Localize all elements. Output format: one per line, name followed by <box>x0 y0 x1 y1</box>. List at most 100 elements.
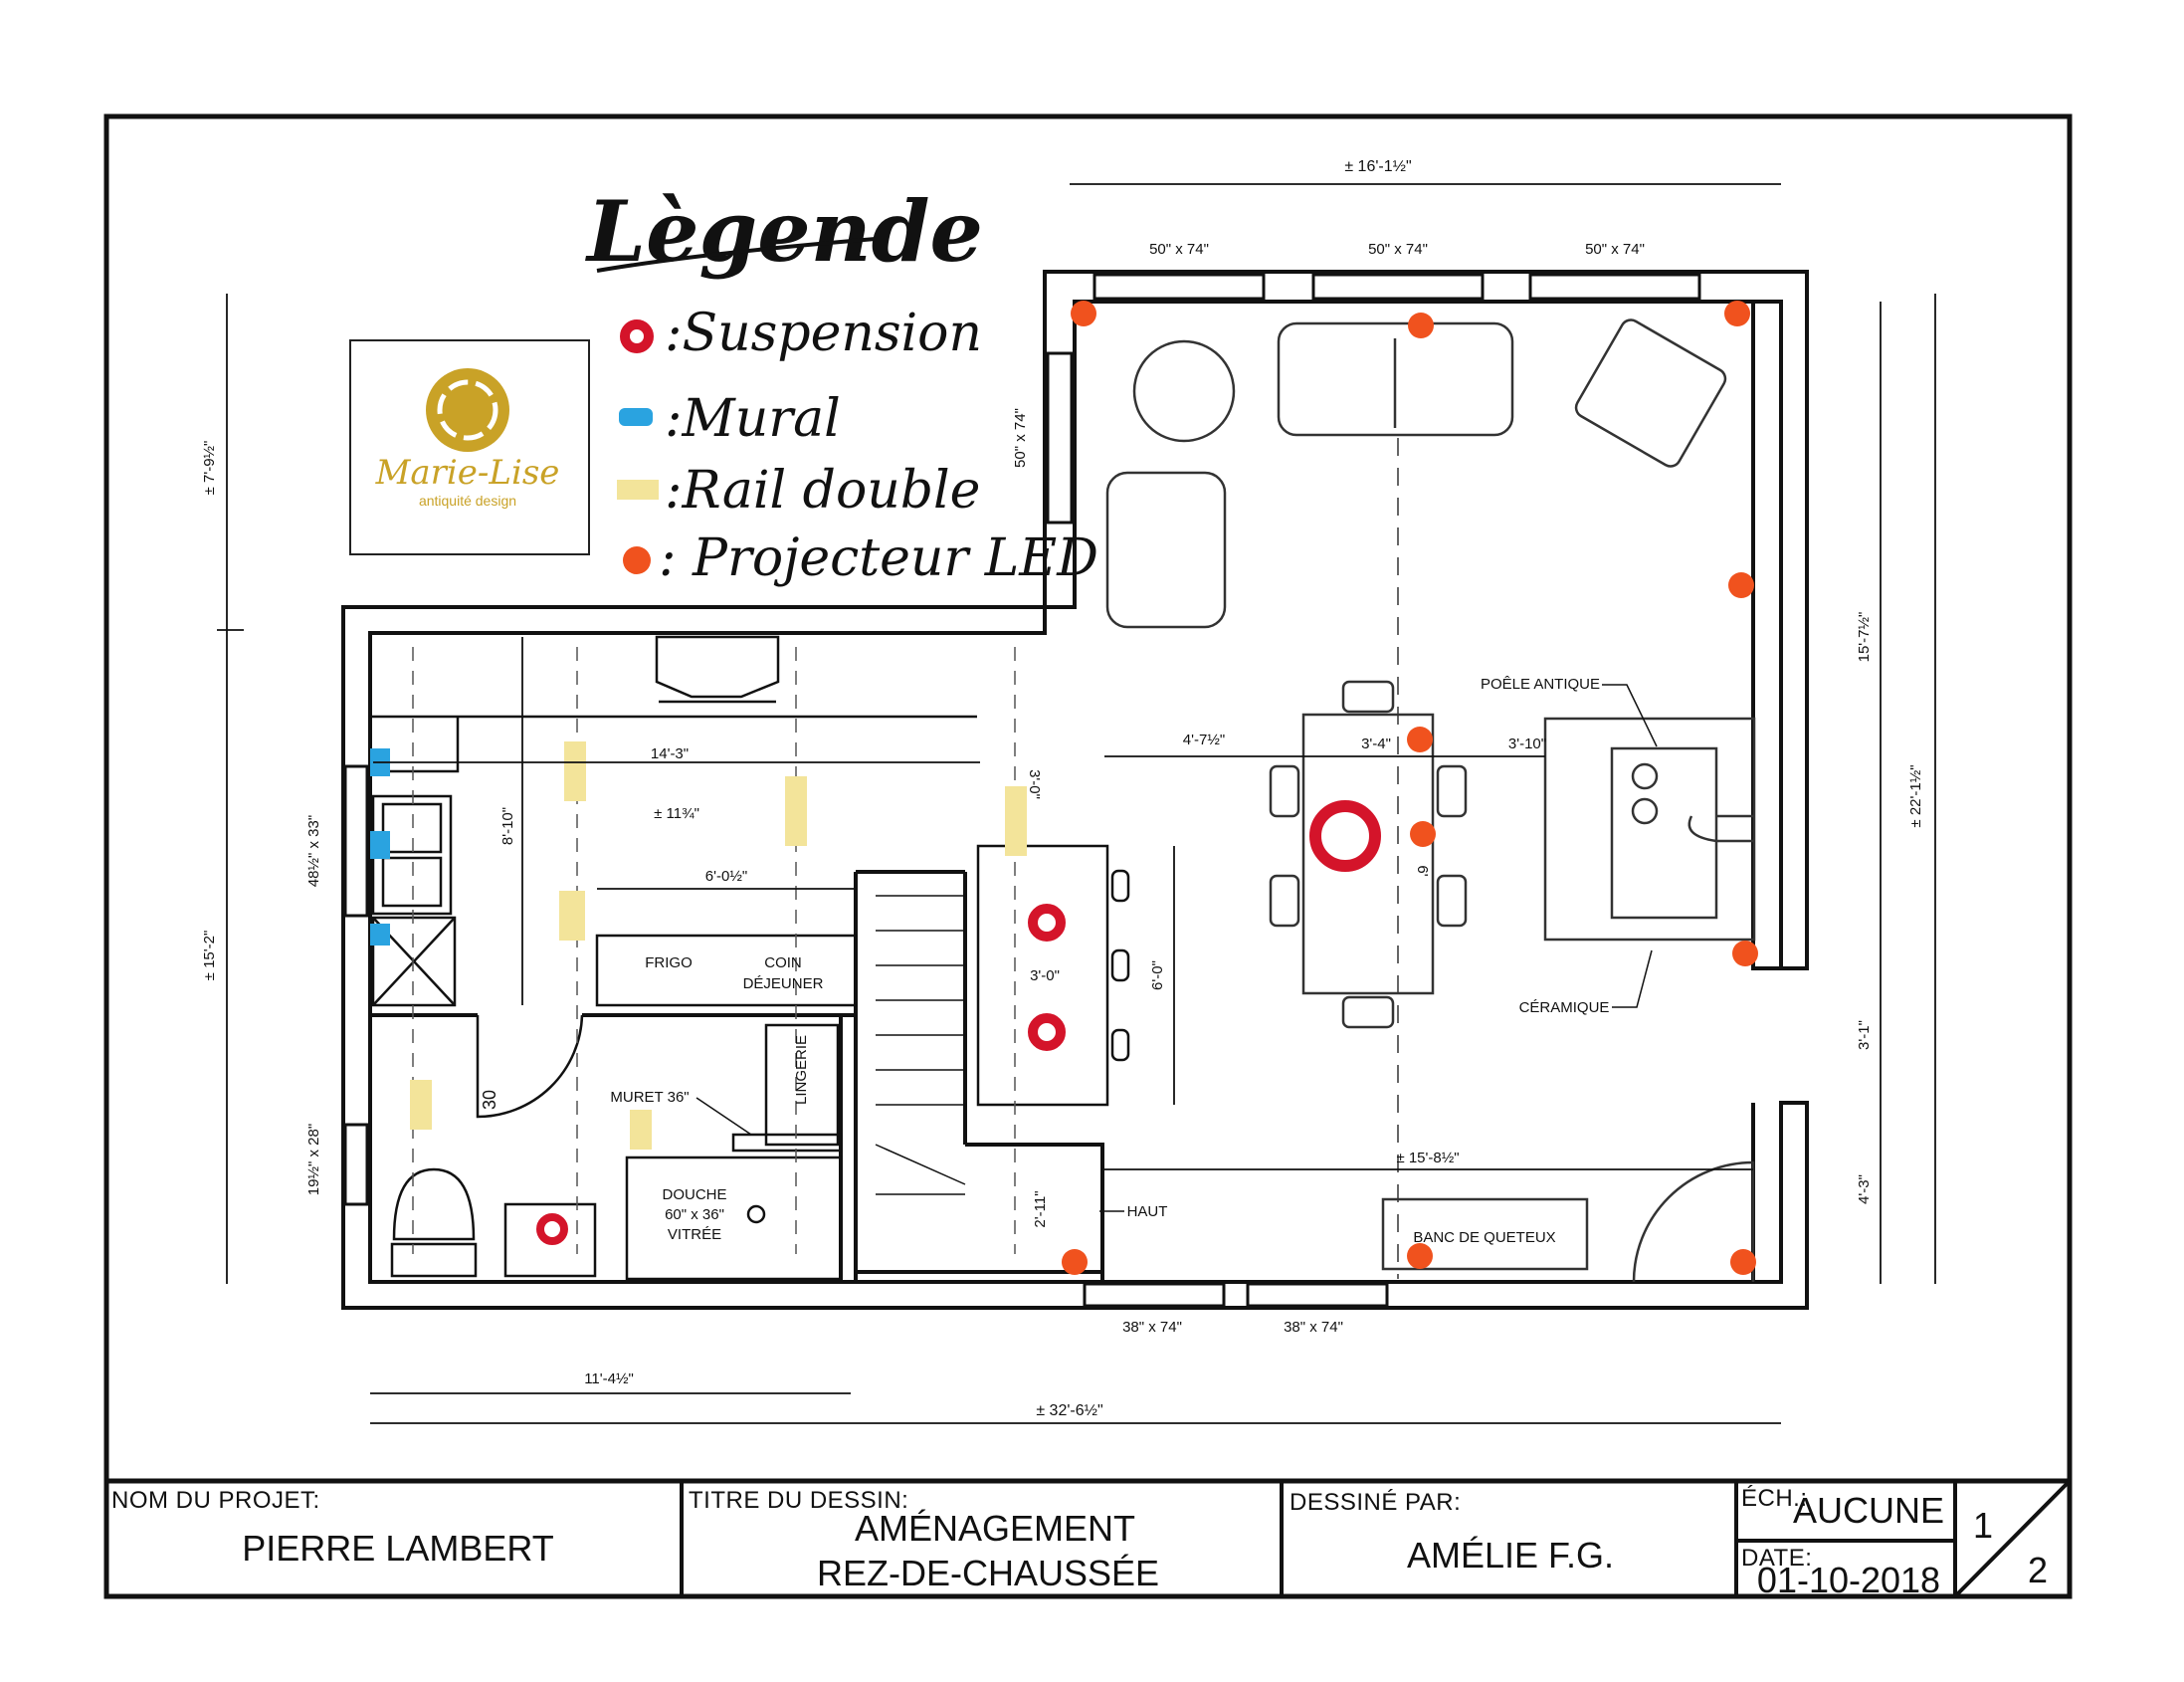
half-wall <box>731 1133 843 1153</box>
living-furniture <box>1105 318 1756 1283</box>
bath-door-swing <box>476 1014 584 1119</box>
suspension-island-1 <box>1028 904 1066 942</box>
dim-kitchen-depth-label: 8'-10" <box>499 807 516 845</box>
window-top-2 <box>1311 273 1485 301</box>
sofa <box>1277 321 1514 437</box>
label-nook-2: DÉJEUNER <box>743 975 824 992</box>
led-projector <box>1071 301 1096 326</box>
label-nook-1: COIN <box>764 954 802 971</box>
dimension-labels: ± 16'-1½" 50" x 74" 50" x 74" 50" x 74" … <box>201 158 1924 1419</box>
dim-hall-label: ± 15'-8½" <box>1396 1150 1459 1166</box>
window-left-upper-label: 50" x 74" <box>1012 408 1029 468</box>
logo-tagline: antiquité design <box>419 493 516 509</box>
dim-hall-depth-label: 2'-11" <box>1032 1190 1049 1227</box>
toilet <box>390 1167 478 1278</box>
window-left-lower-2 <box>343 1123 369 1206</box>
tb-sheet-slash <box>1953 1479 2072 1598</box>
chair-top <box>1341 680 1395 714</box>
rail-light <box>564 741 586 801</box>
window-left-upper <box>1046 351 1074 525</box>
tb-sheet-num: 1 <box>1973 1505 1993 1546</box>
tb-drawing-label: TITRE DU DESSIN: <box>689 1487 908 1514</box>
dim-right-mid-label: 3'-1" <box>1856 1020 1873 1050</box>
tb-scale-value: AUCUNE <box>1793 1490 1944 1531</box>
legend-rail-symbol <box>617 480 659 500</box>
antique-stove <box>1610 746 1718 920</box>
window-top-1 <box>1092 273 1266 301</box>
dim-kitchen-label: 14'-3" <box>651 745 689 762</box>
dim-right-total-label: ± 22'-1½" <box>1907 764 1924 827</box>
dim-left-lower-label: ± 15'-2" <box>201 931 218 981</box>
windows-top <box>343 273 1701 1308</box>
chair-left-1 <box>1269 764 1300 818</box>
tb-drawing-value-1: AMÉNAGEMENT <box>855 1508 1135 1549</box>
stove-burner <box>1631 797 1659 825</box>
led-projector <box>1062 1249 1088 1275</box>
dim-bath-w-label: 11'-4½" <box>584 1370 634 1387</box>
light-fixtures <box>370 301 1758 1275</box>
label-shower-2: 60" x 36" <box>665 1206 724 1223</box>
legend-mural-symbol <box>619 408 653 426</box>
mural-light-2 <box>370 831 390 859</box>
rail-guides <box>412 647 1016 1254</box>
bath-kitchen-wall <box>370 1013 858 1282</box>
tb-date-value: 01-10-2018 <box>1757 1560 1940 1600</box>
led-projector <box>1410 821 1436 847</box>
label-half-wall: MURET 36" <box>610 1089 689 1106</box>
stove-leader <box>1602 684 1658 747</box>
label-stove: POÊLE ANTIQUE <box>1481 676 1600 693</box>
dim-stair-w-label: 3'-0" <box>1026 769 1043 799</box>
dining-table <box>1301 713 1435 995</box>
window-bottom-1 <box>1083 1282 1226 1308</box>
logo-brand: Marie-Lise <box>375 453 560 493</box>
legend-item-mural: :Mural <box>665 389 841 449</box>
led-projector <box>1724 301 1750 326</box>
label-up: HAUT <box>1127 1203 1168 1220</box>
counter-top <box>370 715 977 773</box>
tb-drawing-value-2: REZ-DE-CHAUSSÉE <box>817 1553 1159 1593</box>
ceramic-pad <box>1543 717 1756 942</box>
label-fridge: FRIGO <box>645 954 693 971</box>
dim-left-upper-label: ± 7'-9½" <box>201 441 218 496</box>
dim-dining-table-label: 3'-4" <box>1361 736 1391 752</box>
led-projector <box>1732 941 1758 966</box>
sheet-border <box>103 113 2073 1599</box>
legend-title: Lègende <box>585 182 983 281</box>
rail-light <box>1005 786 1027 856</box>
tb-project-value: PIERRE LAMBERT <box>242 1528 553 1569</box>
dim-bottom-label: ± 32'-6½" <box>1036 1402 1102 1419</box>
window-top-3 <box>1528 273 1701 301</box>
kitchen-island <box>976 844 1109 1107</box>
tb-project-label: NOM DU PROJET: <box>111 1487 320 1514</box>
chair-right-2 <box>1436 874 1468 928</box>
stove-burner <box>1631 762 1659 790</box>
stool-3 <box>1110 1028 1130 1062</box>
dishwasher <box>371 916 457 1007</box>
legend-title-underline <box>596 237 877 273</box>
tb-date-label: DATE: <box>1741 1545 1812 1572</box>
dishwasher-x2 <box>372 917 456 1006</box>
laundry-box <box>764 1023 840 1147</box>
rail-light <box>410 1080 432 1130</box>
armchair-right <box>1574 318 1727 468</box>
window-bottom-2 <box>1246 1282 1389 1308</box>
dim-dining-right-label: 3'-10" <box>1508 736 1546 752</box>
label-shower-1: DOUCHE <box>662 1186 726 1203</box>
sink-bowl-1 <box>381 802 443 854</box>
led-projector <box>1407 727 1433 752</box>
sink-bowl-2 <box>381 856 443 908</box>
chair-right-1 <box>1436 764 1468 818</box>
label-ceramic: CÉRAMIQUE <box>1519 999 1610 1016</box>
stool-2 <box>1110 948 1130 982</box>
tb-scale-label: ÉCH.: <box>1741 1485 1808 1512</box>
led-projector <box>1408 313 1434 338</box>
legend-led-symbol <box>623 546 651 574</box>
fridge-counter <box>595 934 858 1007</box>
legend: Lègende :Suspension :Mural :Rail double … <box>585 182 1098 588</box>
rail-light <box>785 776 807 846</box>
door-30-label: 30 <box>480 1090 499 1110</box>
window-top-label-3: 50" x 74" <box>1585 241 1645 258</box>
label-laundry: LINGERIE <box>793 1035 810 1105</box>
suspension-island-2 <box>1028 1013 1066 1051</box>
chair-left-2 <box>1269 874 1300 928</box>
